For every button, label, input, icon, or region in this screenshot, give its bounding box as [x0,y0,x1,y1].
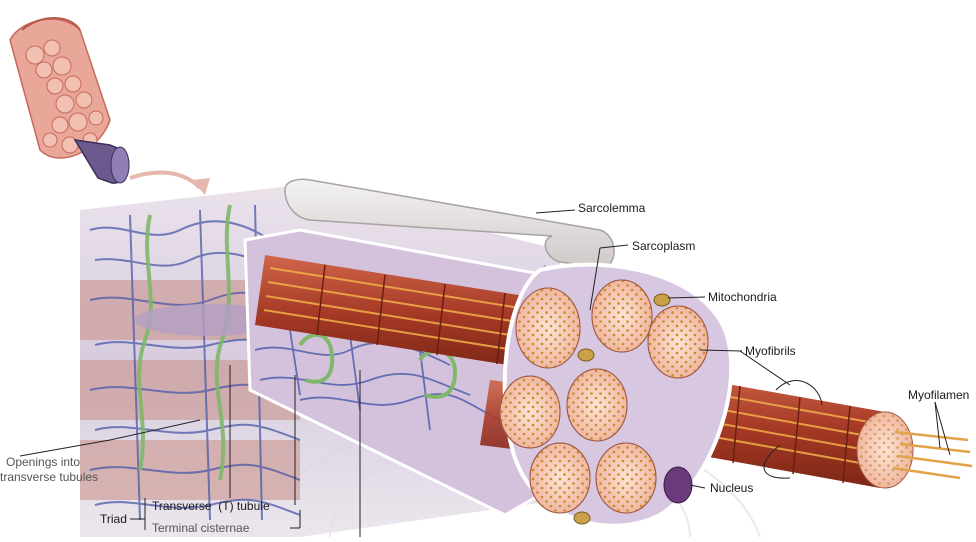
label-myofibrils: Myofibrils [745,344,796,358]
label-mitochondria: Mitochondria [708,290,777,304]
label-myofilaments: Myofilamen [908,388,969,402]
label-terminal-cisternae: Terminal cisternae [152,521,249,535]
label-openings-line1: Openings into [6,455,80,469]
label-transverse-word: Transverse [152,499,212,513]
label-triad: Triad [100,512,127,526]
muscle-bundle-icon [10,18,110,158]
label-sarcolemma: Sarcolemma [578,201,645,215]
label-transverse-tubule: Transverse (T) tubule [152,499,270,513]
label-tubule-word: tubule [237,499,270,513]
label-nucleus: Nucleus [710,481,753,495]
label-t-letter: (T) [218,499,233,513]
extracted-fiber-icon [75,140,129,183]
label-openings-line2: transverse tubules [0,470,98,484]
label-sarcoplasm: Sarcoplasm [632,239,695,253]
zoom-arrow [130,173,210,195]
